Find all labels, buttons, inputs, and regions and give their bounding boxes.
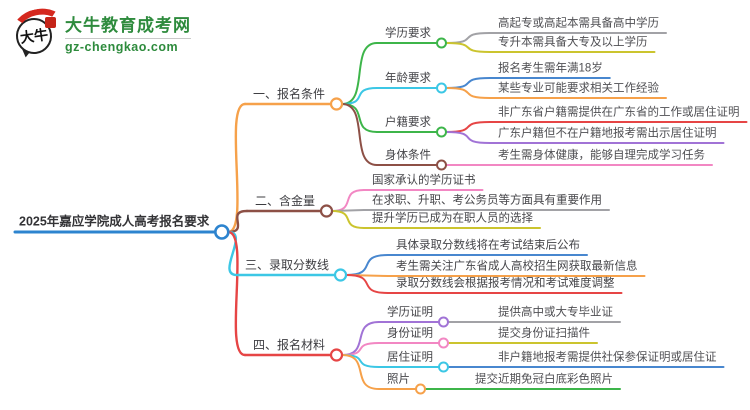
branch-curve-3-1 [341, 342, 380, 356]
mindmap-node-label-0-1-1: 某些专业可能要求相关工作经验 [498, 82, 659, 95]
mindmap-node-label-3: 四、报名材料 [253, 338, 326, 352]
mindmap-node-label-root: 2025年嘉应学院成人高考报名要求 [19, 214, 210, 229]
node-circle-0-0 [436, 37, 447, 49]
mindmap-node-label-2: 三、录取分数线 [245, 258, 330, 272]
branch-curve-1-0 [331, 189, 365, 212]
branch-curve-0-1-0 [445, 77, 491, 89]
node-circle-3-0 [438, 316, 449, 328]
branch-curve-3-2 [341, 354, 380, 368]
node-circle-3-3 [415, 383, 426, 395]
mindmap-node-label-0: 一、报名条件 [253, 87, 326, 101]
branch-curve-0-2-1 [445, 131, 491, 144]
mindmap-node-label-2-0: 具体录取分数线将在考试结束后公布 [396, 239, 580, 252]
branch-curve-2 [227, 230, 239, 277]
mindmap-node-label-0-2: 户籍要求 [385, 116, 431, 129]
mindmap-node-label-0-2-0: 非广东省户籍需提供在广东省的工作或居住证明 [498, 106, 740, 119]
node-circle-3-1 [438, 337, 449, 349]
logo-textblock: 大牛教育成考网 gz-chengkao.com [65, 11, 191, 54]
branch-curve-3 [227, 230, 247, 357]
branch-curve-1-2 [331, 210, 365, 229]
mindmap-node-label-0-0-0: 高起专或高起本需具备高中学历 [498, 17, 659, 30]
node-circle-root [214, 224, 230, 240]
node-circle-0-1 [436, 82, 447, 94]
branch-curve-0 [227, 102, 247, 234]
mindmap-node-label-3-1: 身份证明 [387, 327, 433, 340]
node-circle-0-3 [436, 159, 447, 171]
node-circle-0 [329, 97, 344, 111]
mindmap-node-label-0-2-1: 广东户籍但不在户籍地报考需出示居住证明 [498, 127, 717, 140]
mindmap-node-label-1-2: 提升学历已成为在职人员的选择 [372, 212, 533, 225]
node-circle-2 [333, 268, 348, 282]
branch-curve-2-2 [345, 274, 389, 294]
node-circle-1 [319, 204, 334, 218]
mindmap-node-label-2-1: 考生需关注广东省成人高校招生网获取最新信息 [396, 260, 638, 273]
mindmap-node-label-0-0: 学历要求 [385, 27, 431, 40]
branch-curve-0-3 [341, 103, 378, 166]
mindmap-node-label-3-0-0: 提供高中或大专毕业证 [498, 306, 613, 319]
branch-curve-0-1-1 [445, 87, 491, 99]
branch-curve-0-0 [341, 42, 378, 105]
mindmap-node-label-3-1-0: 提交身份证扫描件 [498, 327, 590, 340]
branch-curve-0-0-1 [445, 42, 491, 53]
mindmap-node-label-3-0: 学历证明 [387, 306, 433, 319]
mindmap-node-label-1-0: 国家承认的学历证书 [372, 174, 476, 187]
mindmap-node-label-3-2-0: 非户籍地报考需提供社保参保证明或居住证 [498, 351, 717, 364]
branch-curve-0-1 [341, 87, 378, 105]
mindmap-node-label-1-1: 在求职、升职、考公务员等方面具有重要作用 [372, 194, 602, 207]
daniu-logo-icon: 大牛 [9, 4, 69, 59]
mindmap-node-label-0-1: 年龄要求 [385, 72, 431, 85]
branch-curve-2-0 [345, 254, 389, 276]
site-logo[interactable]: 大牛 大牛教育成考网 gz-chengkao.com [9, 4, 191, 59]
mindmap-node-label-0-1-0: 报名考生需年满18岁 [498, 62, 603, 75]
mindmap-node-label-0-3-0: 考生需身体健康，能够自理完成学习任务 [498, 149, 705, 162]
mindmap-node-label-0-3: 身体条件 [385, 149, 431, 162]
mindmap-node-label-3-3-0: 提交近期免冠白底彩色照片 [475, 373, 613, 386]
mindmap-node-label-3-2: 居住证明 [387, 351, 433, 364]
node-circle-0-2 [436, 126, 447, 138]
mindmap-node-label-0-0-1: 专升本需具备大专及以上学历 [498, 36, 648, 49]
node-circle-3-2 [438, 361, 449, 373]
brand-domain: gz-chengkao.com [65, 37, 191, 54]
logo-seal [45, 17, 56, 28]
brand-name: 大牛教育成考网 [65, 15, 191, 35]
mindmap-node-label-3-3: 照片 [387, 373, 410, 386]
branch-curve-1 [227, 209, 249, 234]
branch-curve-0-2-0 [445, 121, 491, 133]
mindmap-node-label-2-2: 录取分数线会根据报考情况和考试难度调整 [396, 277, 615, 290]
branch-curve-3-3 [341, 354, 380, 390]
node-circle-3 [329, 348, 344, 362]
branch-curve-0-0-0 [445, 32, 491, 44]
mindmap-node-label-1: 二、含金量 [255, 194, 316, 208]
